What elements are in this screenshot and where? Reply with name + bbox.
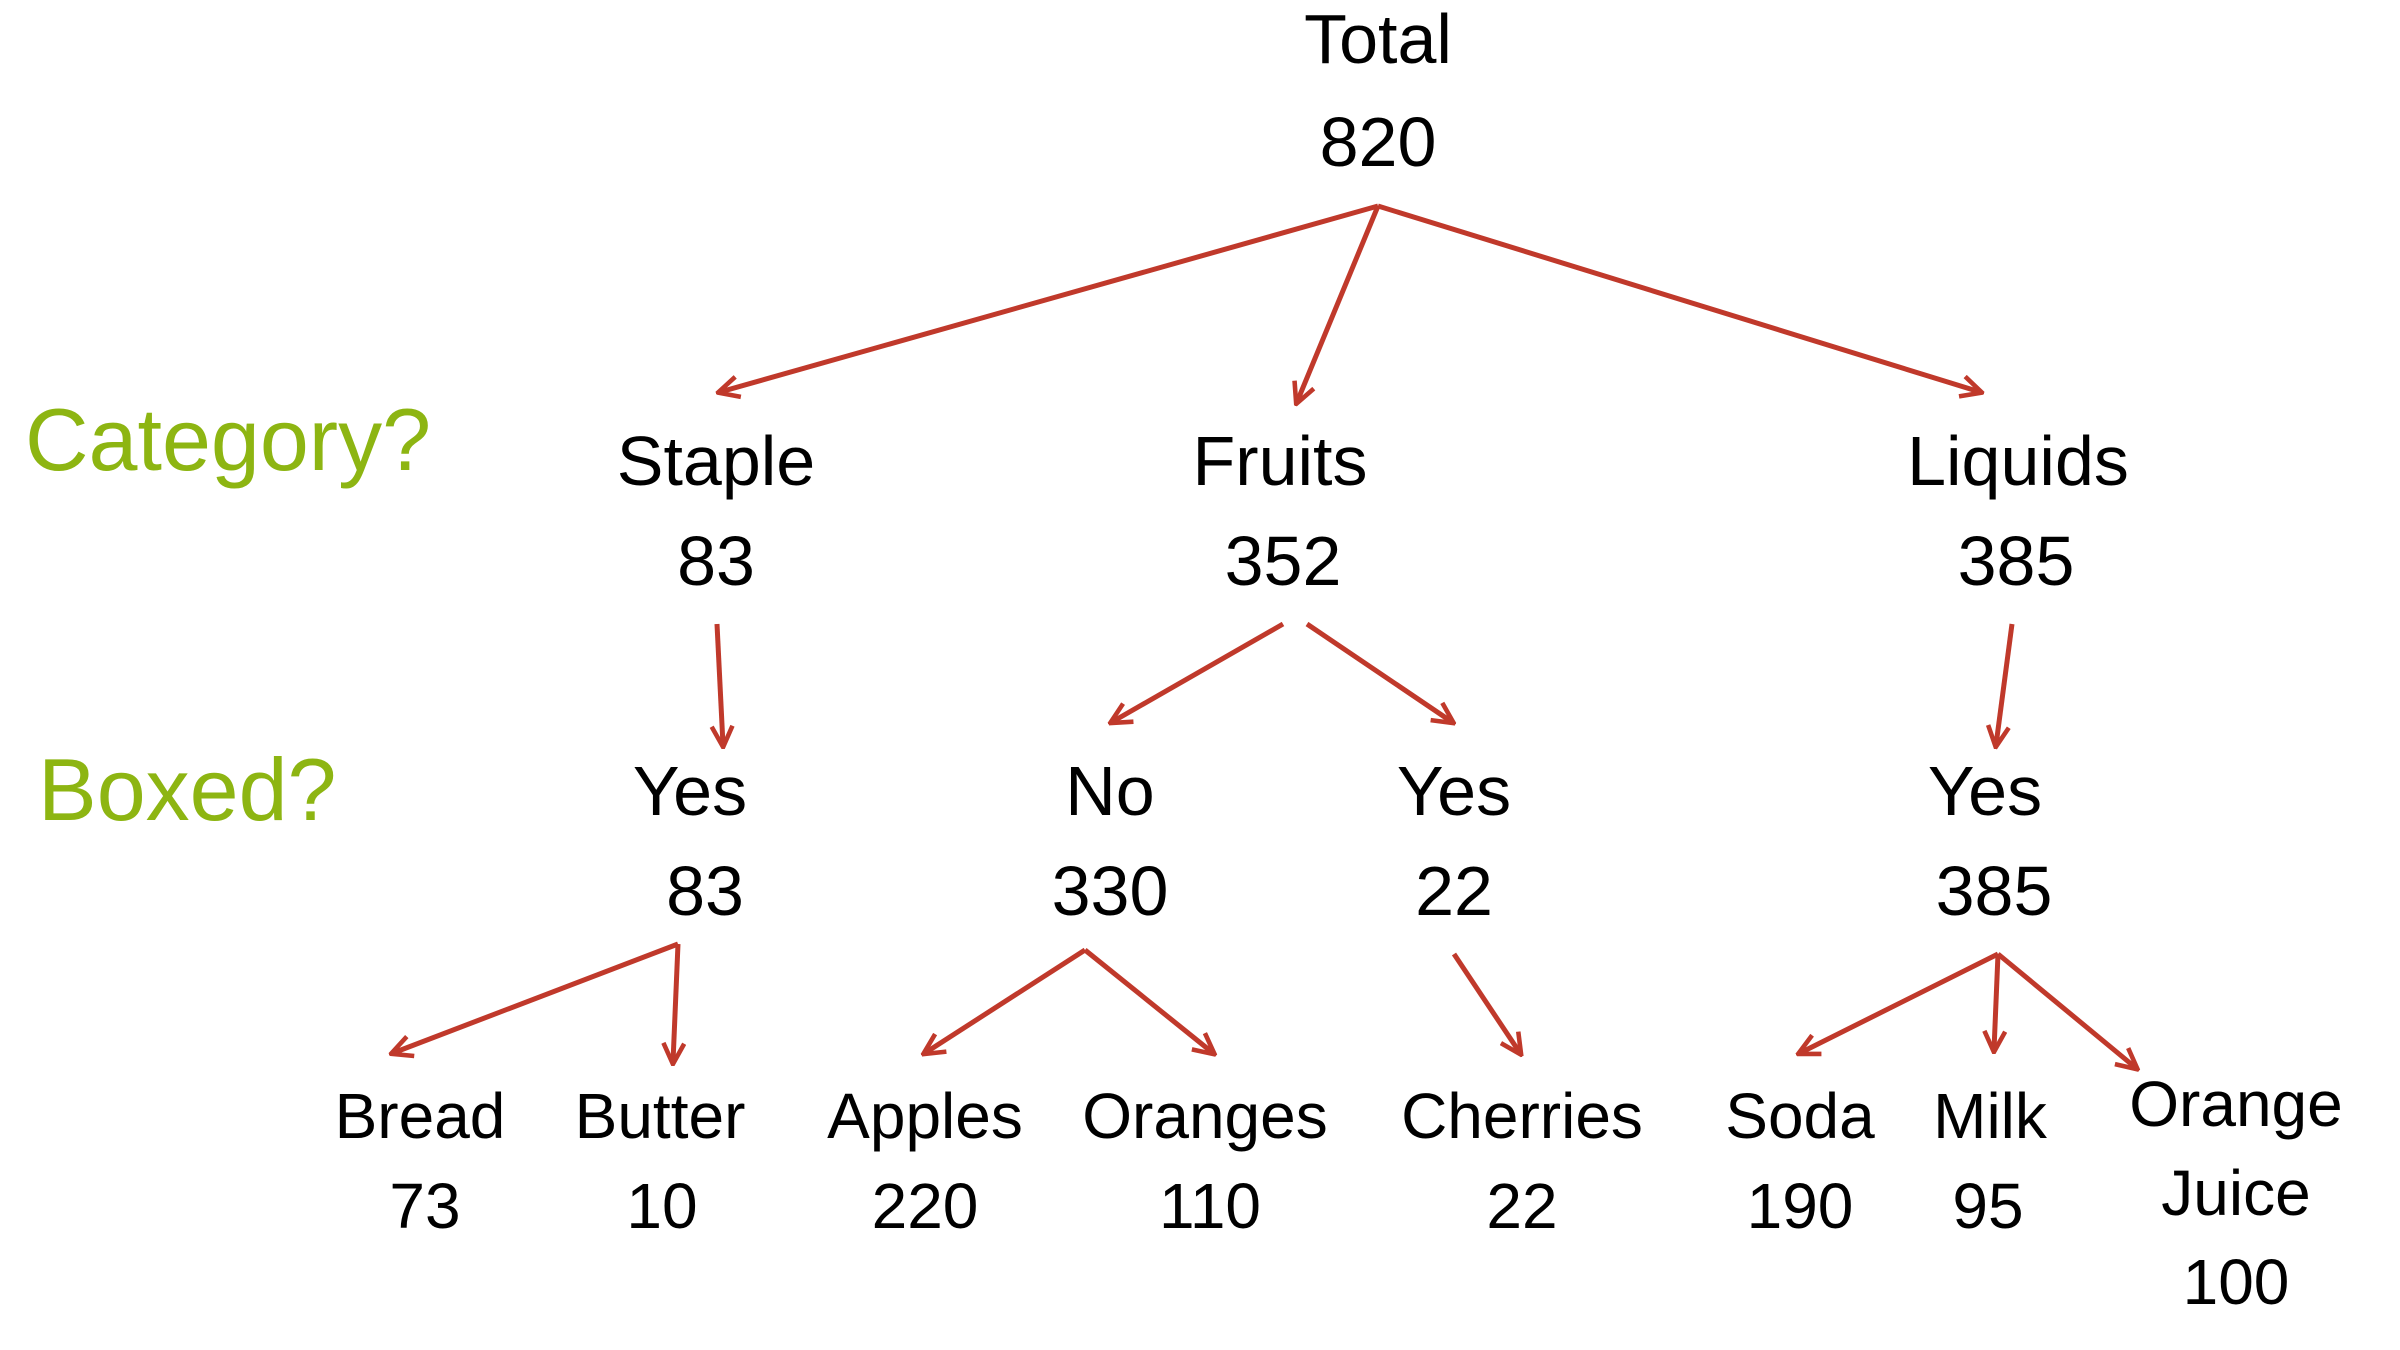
node-label: Fruits	[1193, 422, 1368, 500]
leaf-label-line1: Orange	[2129, 1068, 2342, 1140]
leaf-label: Soda	[1725, 1080, 1875, 1152]
node-label: Yes	[1928, 752, 2042, 830]
leaf-label: Oranges	[1082, 1080, 1327, 1152]
leaf-milk: Milk 95	[1933, 1080, 2048, 1242]
leaf-value: 22	[1486, 1170, 1557, 1242]
node-value: 820	[1320, 103, 1437, 181]
edge-yes-milk	[1994, 953, 1998, 1050]
leaf-label: Bread	[335, 1080, 506, 1152]
leaf-value: 73	[389, 1170, 460, 1242]
node-value: 385	[1958, 522, 2075, 600]
edge-total-liquids	[1377, 203, 1980, 392]
leaf-value: 190	[1747, 1170, 1854, 1242]
leaf-label: Milk	[1933, 1080, 2048, 1152]
category-question: Category?	[25, 390, 431, 489]
leaf-value: 220	[872, 1170, 979, 1242]
boxed-question: Boxed?	[38, 740, 336, 839]
leaf-value: 110	[1159, 1170, 1261, 1242]
node-value: 352	[1225, 522, 1342, 600]
leaf-soda: Soda 190	[1725, 1080, 1875, 1242]
leaf-apples: Apples 220	[827, 1080, 1023, 1242]
leaf-bread: Bread 73	[335, 1080, 506, 1242]
tree-edges	[393, 203, 2136, 1068]
leaf-orange-juice: Orange Juice 100	[2129, 1068, 2342, 1318]
node-value: 330	[1052, 852, 1169, 930]
edge-fruits-yes	[1305, 621, 1452, 722]
edge-total-staple	[720, 203, 1379, 392]
question-labels: Category? Boxed?	[25, 390, 431, 839]
leaf-label: Cherries	[1401, 1080, 1643, 1152]
node-label: No	[1065, 752, 1154, 830]
leaf-butter: Butter 10	[575, 1080, 746, 1242]
edge-yes-bread	[393, 941, 679, 1053]
leaf-value: 100	[2183, 1246, 2290, 1318]
node-value: 22	[1415, 852, 1493, 930]
node-value: 385	[1936, 852, 2053, 930]
leaf-label-line2: Juice	[2161, 1157, 2310, 1229]
node-label: Yes	[1397, 752, 1511, 830]
node-value: 83	[666, 852, 744, 930]
edge-yes-orange-juice	[1996, 952, 2136, 1068]
edge-liquids-yes	[1996, 623, 2015, 745]
edge-no-apples	[925, 947, 1087, 1053]
edge-yes-butter	[673, 943, 678, 1062]
tree-node-total: Total 820	[1304, 0, 1452, 181]
tree-node-fruits-no: No 330	[1052, 752, 1169, 930]
leaf-value: 10	[626, 1170, 697, 1242]
edge-total-fruits	[1297, 205, 1381, 402]
tree-node-liquids: Liquids 385	[1907, 422, 2129, 600]
tree-node-liquids-yes: Yes 385	[1928, 752, 2053, 930]
leaf-value: 95	[1952, 1170, 2023, 1242]
edge-no-oranges	[1083, 948, 1213, 1053]
leaf-cherries: Cherries 22	[1401, 1080, 1643, 1242]
node-value: 83	[677, 522, 755, 600]
edge-staple-yes	[717, 623, 723, 745]
tree-node-fruits-yes: Yes 22	[1397, 752, 1511, 930]
edge-fruits-no	[1112, 621, 1285, 722]
leaf-oranges: Oranges 110	[1082, 1080, 1327, 1242]
leaf-label: Butter	[575, 1080, 746, 1152]
node-label: Liquids	[1907, 422, 2129, 500]
edge-yes-cherries	[1451, 952, 1520, 1053]
tree-node-staple-yes: Yes 83	[633, 752, 747, 930]
node-label: Staple	[617, 422, 815, 500]
node-label: Yes	[633, 752, 747, 830]
leaf-label: Apples	[827, 1080, 1023, 1152]
node-label: Total	[1304, 0, 1452, 78]
tree-node-fruits: Fruits 352	[1193, 422, 1368, 600]
edge-yes-soda	[1800, 951, 2000, 1053]
tree-node-staple: Staple 83	[617, 422, 815, 600]
